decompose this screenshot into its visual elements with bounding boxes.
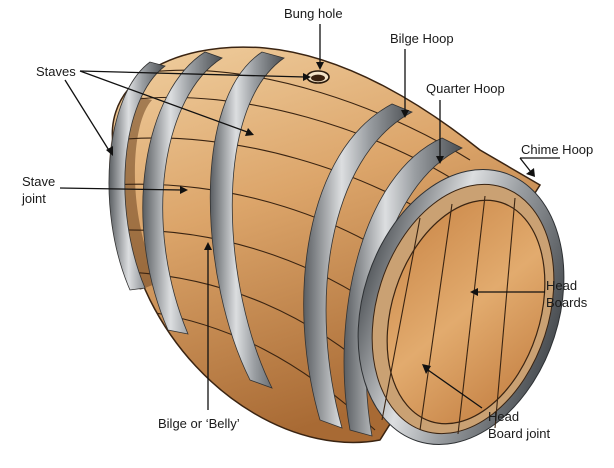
label-stave-joint-line1: Stave — [22, 174, 55, 189]
label-head-boards-line1: Head — [546, 278, 577, 293]
label-stave-joint-line2: joint — [21, 191, 46, 206]
label-head-board-joint-line1: Head — [488, 409, 519, 424]
label-head-board-joint-line2: Board joint — [488, 426, 551, 441]
label-chime-hoop: Chime Hoop — [521, 142, 593, 157]
label-quarter-hoop: Quarter Hoop — [426, 81, 505, 96]
label-bilge-hoop: Bilge Hoop — [390, 31, 454, 46]
label-head-boards-line2: Boards — [546, 295, 588, 310]
label-staves: Staves — [36, 64, 76, 79]
label-bung-hole: Bung hole — [284, 6, 343, 21]
label-bilge-belly: Bilge or ‘Belly’ — [158, 416, 240, 431]
